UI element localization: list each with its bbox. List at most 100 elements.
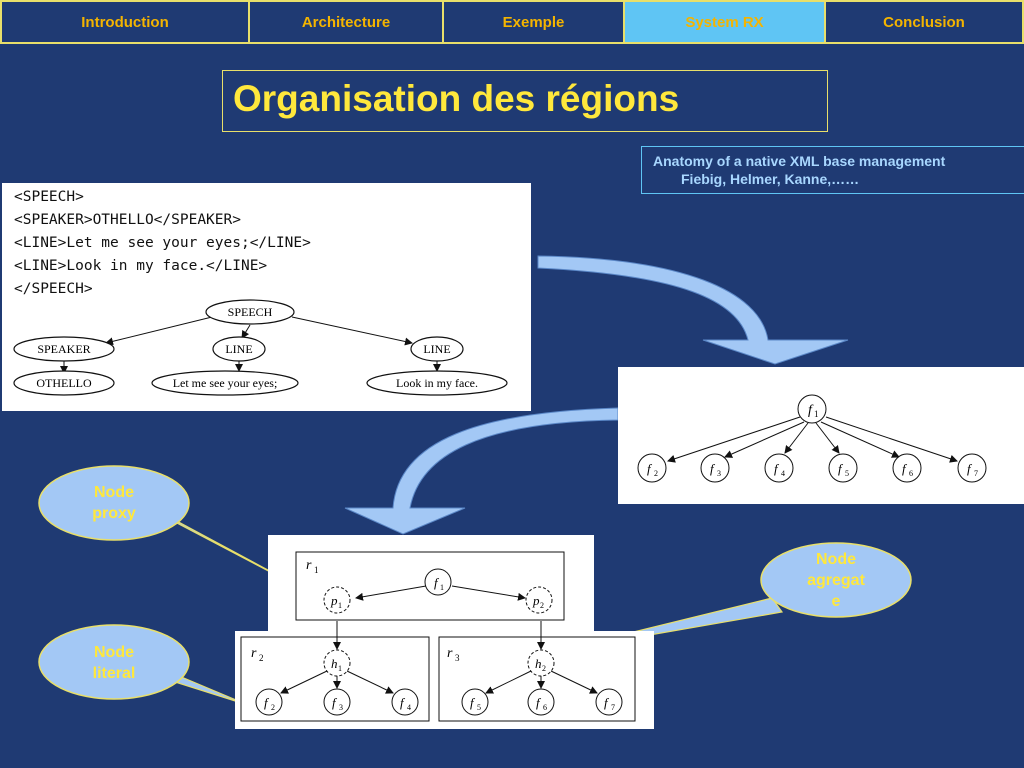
r3-sub: 3 (455, 653, 460, 663)
nav-system-rx[interactable]: System RX (625, 2, 826, 42)
r2-label: r (251, 646, 257, 661)
callout-literal-line-1: Node (94, 644, 134, 661)
flat-child-6-sub: 7 (974, 469, 978, 478)
callout-proxy-shape (38, 465, 190, 541)
callout-agregate-shape (760, 542, 912, 618)
flat-child-5-sub: 6 (909, 469, 913, 478)
top-nav: Introduction Architecture Exemple System… (0, 0, 1024, 44)
flat-child-1-label: f (647, 461, 653, 476)
callout-proxy-line-1: Node (94, 484, 134, 501)
flat-child-6-circle (957, 453, 987, 483)
r2-child-1-sub: 2 (271, 703, 275, 712)
xml-panel: <SPEECH> <SPEAKER>OTHELLO</SPEAKER> <LIN… (2, 183, 531, 411)
r3-child-1-sub: 5 (477, 703, 481, 712)
callout-literal-shape (38, 624, 190, 700)
flat-root-label: f (808, 403, 814, 418)
tree-node-line-2: LINE (423, 342, 450, 356)
nav-conclusion[interactable]: Conclusion (883, 13, 965, 31)
h2-sub: 2 (542, 664, 546, 673)
callout-literal: Node literal (70, 642, 158, 684)
flat-child-5-circle (892, 453, 922, 483)
nav-exemple[interactable]: Exemple (444, 2, 625, 42)
curved-arrow-2 (344, 407, 619, 535)
xml-line-1: <SPEECH> (14, 189, 84, 205)
r2-child-2-circle (323, 688, 351, 716)
r1-f1-label: f (434, 575, 440, 590)
tree-leaf-face: Look in my face. (396, 376, 478, 390)
region-r1-panel: r 1 f 1 p 1 p 2 (268, 535, 594, 631)
nav-architecture[interactable]: Architecture (250, 2, 444, 42)
r3-child-1-label: f (470, 695, 476, 710)
callout-agregate-line-3: e (831, 593, 841, 610)
callout-proxy-line-2: proxy (92, 505, 136, 522)
reference-box: Anatomy of a native XML base management … (641, 146, 1024, 194)
nav-introduction[interactable]: Introduction (2, 2, 250, 42)
flat-child-2-sub: 3 (717, 469, 721, 478)
callout-agregate: Node agregat e (792, 549, 880, 612)
r1-p1-sub: 1 (338, 601, 342, 610)
r2-child-3-sub: 4 (407, 703, 411, 712)
r1-p2-sub: 2 (540, 601, 544, 610)
r2-child-1-label: f (264, 695, 270, 710)
r1-f1-sub: 1 (440, 583, 444, 592)
flat-child-4-label: f (838, 461, 844, 476)
r3-child-2-sub: 6 (543, 703, 547, 712)
r2-child-2-sub: 3 (339, 703, 343, 712)
r3-child-2-circle (527, 688, 555, 716)
xml-line-5: </SPEECH> (14, 281, 93, 297)
r2-sub: 2 (259, 653, 264, 663)
flat-child-6-label: f (967, 461, 973, 476)
curved-arrow-1 (537, 255, 849, 365)
r3-label: r (447, 646, 453, 661)
callout-literal-line-2: literal (92, 665, 136, 682)
flat-child-2-circle (700, 453, 730, 483)
reference-line-1: Anatomy of a native XML base management (653, 153, 946, 169)
tree-node-speech: SPEECH (228, 305, 273, 319)
flat-child-5-label: f (902, 461, 908, 476)
callout-agregate-line-1: Node (816, 551, 856, 568)
page-title: Organisation des régions (233, 78, 680, 119)
r1-sub: 1 (314, 565, 319, 575)
callout-agregate-line-2: agregat (807, 572, 865, 589)
tree-node-line-1: LINE (225, 342, 252, 356)
r2-child-3-circle (391, 688, 419, 716)
callout-proxy: Node proxy (70, 482, 158, 524)
tree-leaf-othello: OTHELLO (36, 376, 92, 390)
flat-child-1-circle (637, 453, 667, 483)
flat-child-3-circle (764, 453, 794, 483)
h1-sub: 1 (338, 664, 342, 673)
h2-label: h (535, 656, 542, 671)
xml-line-2: <SPEAKER>OTHELLO</SPEAKER> (14, 212, 241, 228)
flat-child-4-sub: 5 (845, 469, 849, 478)
r3-child-3-circle (595, 688, 623, 716)
r3-child-1-circle (461, 688, 489, 716)
flat-child-1-sub: 2 (654, 469, 658, 478)
xml-tree-diagram: SPEECH SPEAKER LINE LINE OTHELLO Let me … (13, 299, 508, 396)
r1-p2-label: p (532, 593, 540, 608)
flat-child-3-label: f (774, 461, 780, 476)
reference-line-2: Fiebig, Helmer, Kanne,…… (681, 171, 860, 187)
r1-label: r (306, 558, 312, 573)
r1-p1-label: p (330, 593, 338, 608)
region-r1-diagram: r 1 f 1 p 1 p 2 (295, 551, 565, 621)
r3-child-3-sub: 7 (611, 703, 615, 712)
xml-line-3: <LINE>Let me see your eyes;</LINE> (14, 235, 311, 251)
h1-label: h (331, 656, 338, 671)
flat-child-2-label: f (710, 461, 716, 476)
r3-child-2-label: f (536, 695, 542, 710)
flat-child-3-sub: 4 (781, 469, 785, 478)
r2-child-1-circle (255, 688, 283, 716)
flat-root-sub: 1 (814, 409, 819, 419)
r3-child-3-label: f (604, 695, 610, 710)
r2-child-2-label: f (332, 695, 338, 710)
r2-child-3-label: f (400, 695, 406, 710)
title-box: Organisation des régions (222, 70, 828, 132)
tree-node-speaker: SPEAKER (37, 342, 90, 356)
